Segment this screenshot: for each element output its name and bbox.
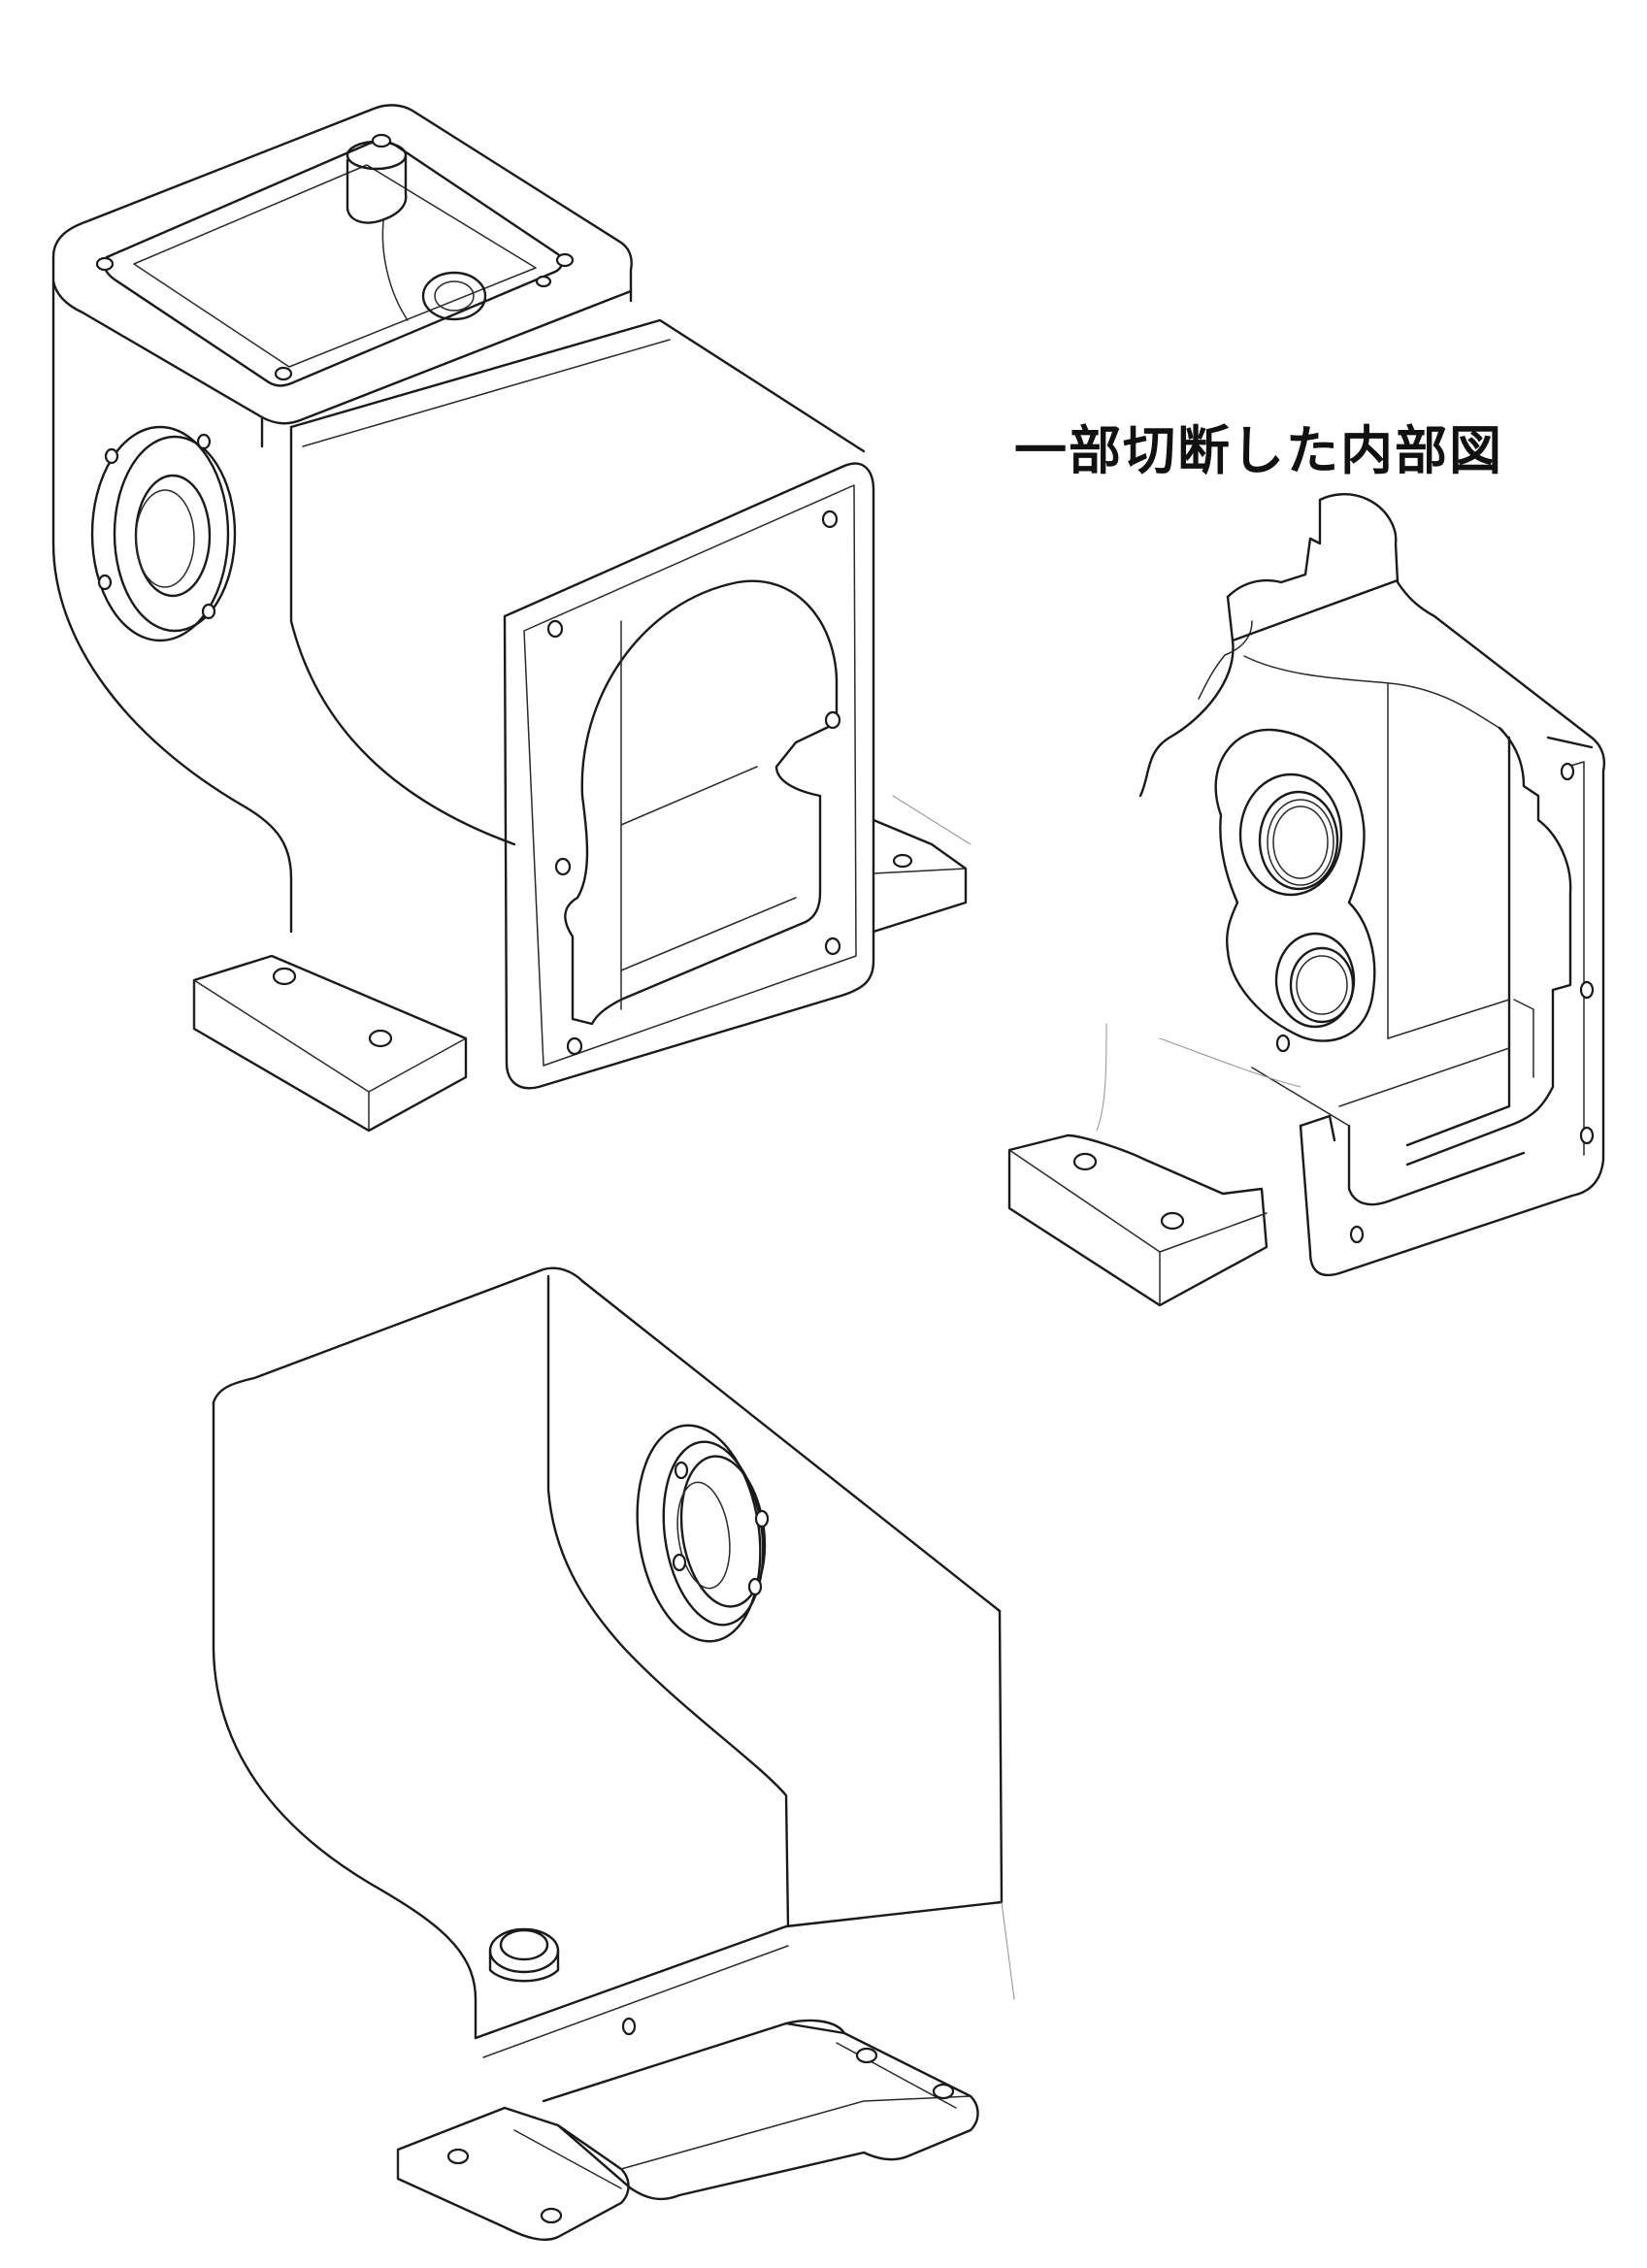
cutaway-caption: 一部切断した内部図	[1014, 420, 1503, 481]
gearbox-cutaway-view	[1007, 493, 1605, 1307]
gearbox-rear-view	[212, 1266, 1015, 2241]
gearbox-front-view	[51, 104, 972, 1133]
